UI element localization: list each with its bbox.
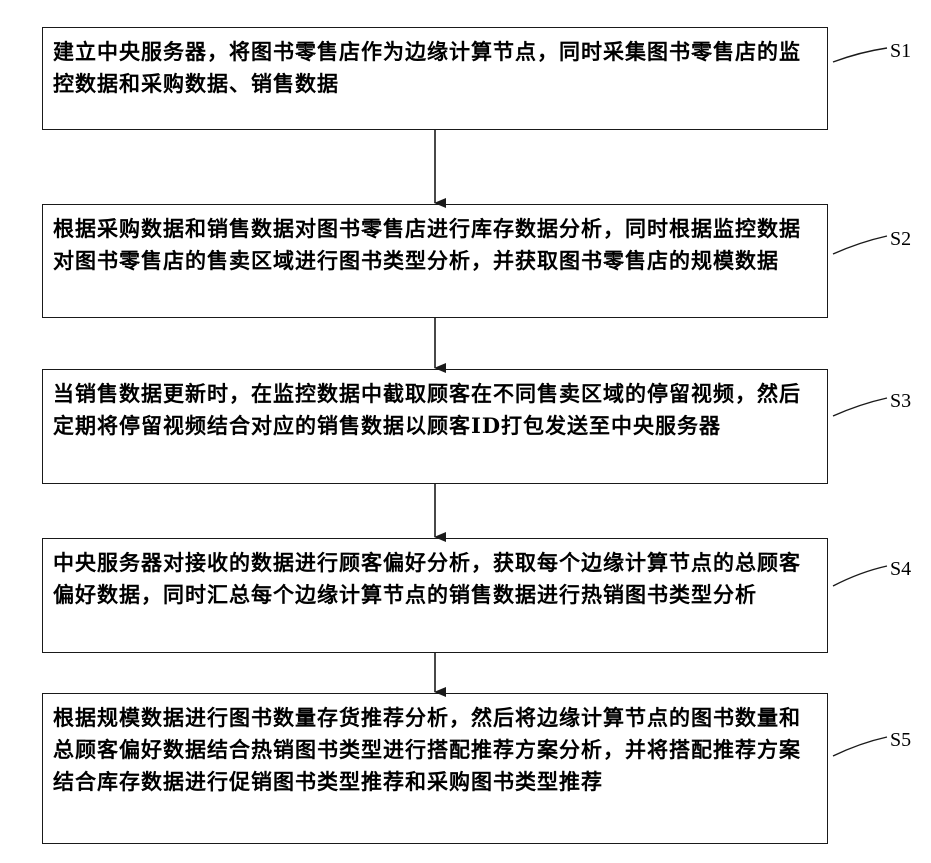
- leader-line-s4: [833, 566, 887, 586]
- leader-line-s3: [833, 398, 887, 416]
- leader-line-s5: [833, 737, 887, 756]
- leader-line-s2: [833, 236, 887, 254]
- leader-line-s1: [833, 48, 887, 62]
